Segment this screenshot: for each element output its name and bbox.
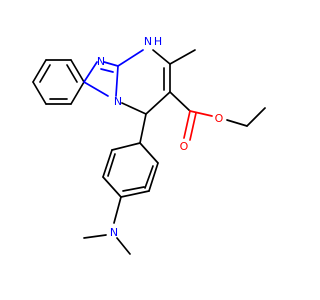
dimethylamino-group xyxy=(83,196,131,255)
atom-n-imine: N xyxy=(97,55,105,68)
benzene-ring-fused xyxy=(32,59,85,105)
atom-o-carbonyl: O xyxy=(180,140,189,153)
molecule-structure: N N H N N O O xyxy=(32,35,266,255)
phenyl-ring xyxy=(102,113,159,198)
atom-o-ester: O xyxy=(215,112,224,125)
atom-n-ring: N xyxy=(114,95,122,108)
ester-group xyxy=(169,91,266,141)
atom-n-amine: N xyxy=(110,226,118,239)
atom-n-h: N xyxy=(144,35,152,48)
atom-h-on-n: H xyxy=(154,35,162,48)
methyl-group xyxy=(169,49,196,65)
imidazole-ring xyxy=(83,61,119,97)
pyrimidine-ring xyxy=(117,49,171,115)
